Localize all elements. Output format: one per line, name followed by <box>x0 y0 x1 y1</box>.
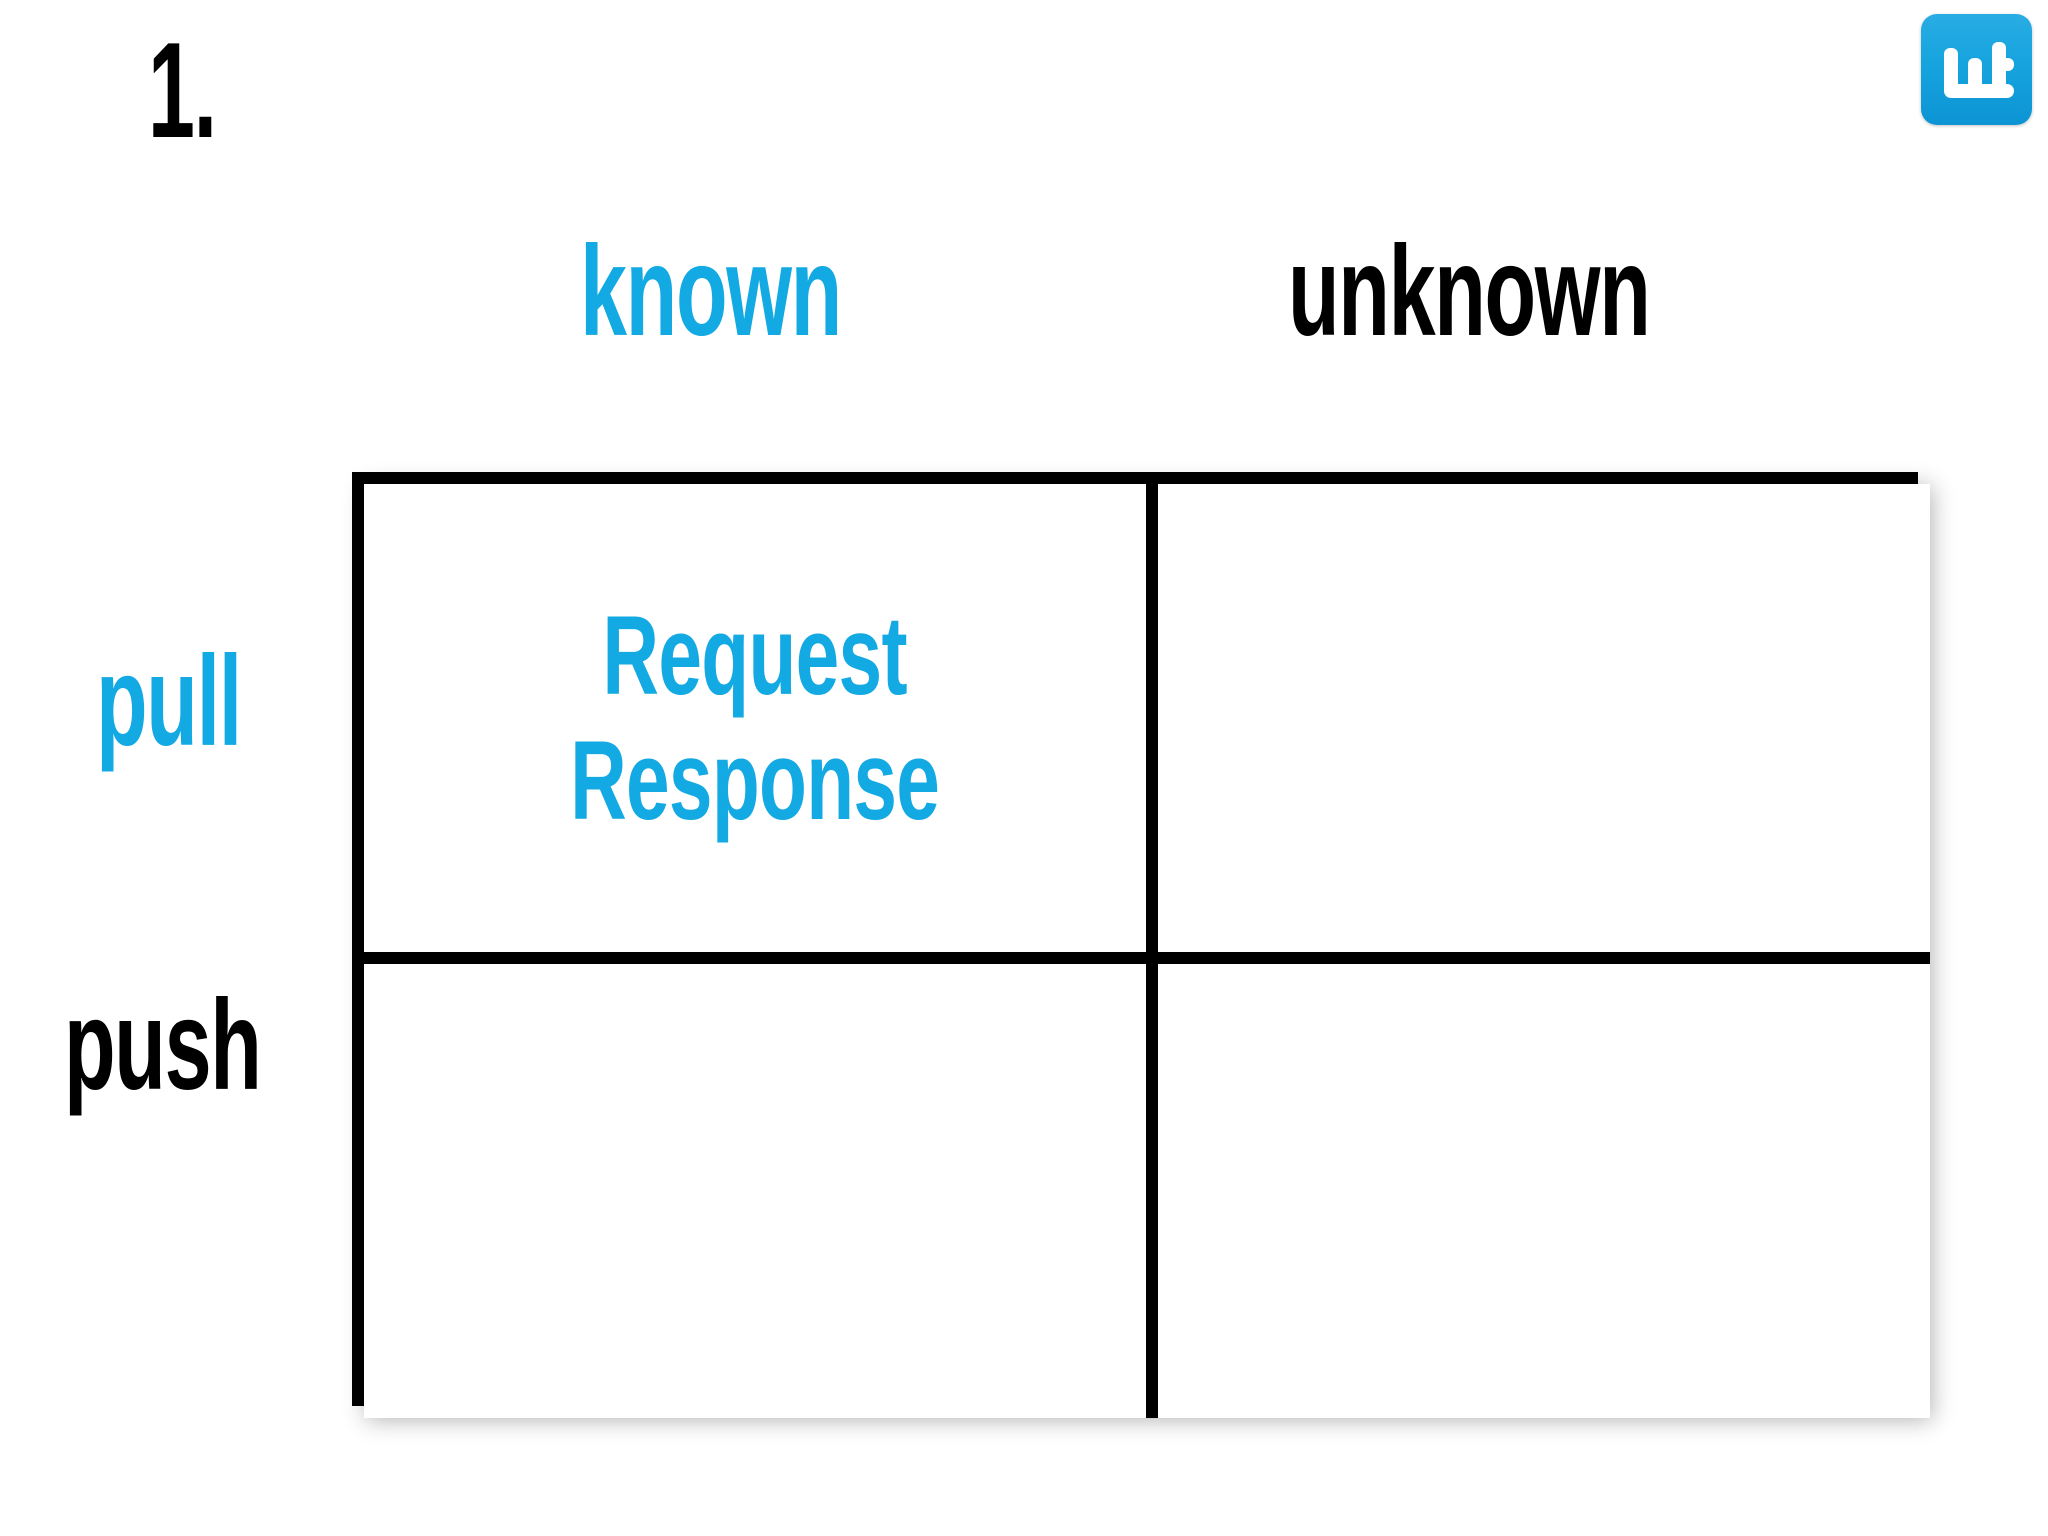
matrix-cell-pull-unknown[interactable] <box>1146 484 1930 952</box>
matrix-cell-label: Request Response <box>570 592 940 844</box>
matrix-cell-line-1: Request <box>602 592 908 718</box>
matrix-cell-push-known[interactable] <box>364 952 1146 1418</box>
quadrant-matrix: Request Response <box>352 472 1930 1418</box>
slide-number: 1. <box>148 14 217 166</box>
row-label-push: push <box>64 974 262 1117</box>
wt-logo-icon[interactable] <box>1921 14 2032 125</box>
column-header-known: known <box>580 220 842 363</box>
column-header-unknown: unknown <box>1288 220 1651 363</box>
row-label-pull: pull <box>96 630 242 773</box>
matrix-cell-push-unknown[interactable] <box>1146 952 1930 1418</box>
matrix-cell-line-2: Response <box>570 718 940 843</box>
matrix-cell-pull-known[interactable]: Request Response <box>364 484 1146 952</box>
